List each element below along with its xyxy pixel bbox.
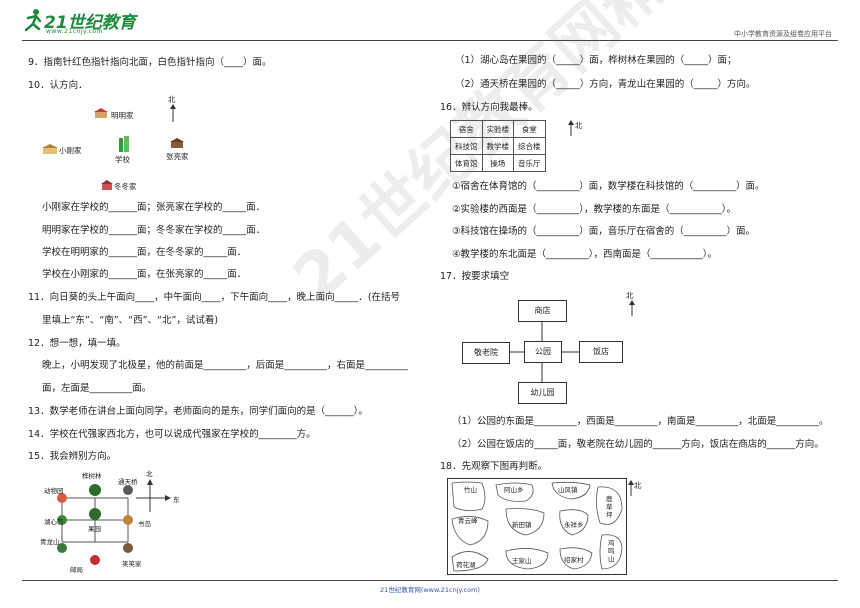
map-label: 永祥乡 [564, 521, 584, 529]
map-label: 新田镇 [512, 521, 532, 529]
map-label: 青龙山 [40, 538, 60, 546]
question-12-line: 晚上，小明发现了北极星，他的前面是_________，后面是_________，… [42, 360, 408, 371]
house-icon [42, 144, 58, 154]
grid-cell: 体育馆 [450, 154, 483, 172]
q15-grid-icon [57, 479, 171, 565]
footer-text: 21世纪教育网(www.21cnjy.com) [380, 586, 480, 594]
question-13: 13．数学老师在讲台上面向同学，老师面向的是东，同学们面向的是（______）。 [28, 406, 368, 417]
north-arrow-icon [628, 480, 634, 496]
q17-line: （2）公园在饭店的_____面，敬老院在幼儿园的______方向，饭店在商店的_… [452, 439, 824, 450]
grid-cell: 操场 [481, 154, 514, 172]
question-18-title: 18．先观察下图再判断。 [440, 461, 548, 472]
place-label: 小刚家 [59, 146, 82, 155]
grid-cell: 综合楼 [513, 137, 546, 155]
house-icon [101, 180, 113, 190]
question-16-title: 16．辨认方向我最棒。 [440, 102, 538, 113]
q10-line: 学校在小刚家的______面，在张亮家的_____面． [42, 269, 247, 280]
north-arrow-icon [170, 104, 176, 122]
map-label: 竹山 [464, 486, 477, 494]
q10-line: 学校在明明家的______面，在冬冬家的_____面． [42, 247, 247, 258]
header-divider [22, 40, 838, 41]
watermark: 21世纪教育网精选资料 [280, 0, 824, 317]
q10-line: 明明家在学校的______面；冬冬家在学校的_____面． [42, 225, 266, 236]
map-label: 动物园 [44, 487, 64, 495]
map-label: 王家山 [512, 557, 532, 565]
q17-line: （1）公园的东面是_________，西面是_________，南面是_____… [452, 416, 829, 427]
campus-grid: 宿舍实验楼食堂 科技馆教学楼综合楼 体育馆操场音乐厅 [450, 120, 546, 172]
school-icon [119, 136, 129, 152]
map-label: 山风镇 [558, 486, 578, 494]
place-label: 冬冬家 [114, 182, 137, 191]
map-label: 鹿草坪 [606, 495, 613, 519]
map-label: 东 [173, 496, 180, 504]
map-label: 邮局 [70, 566, 83, 574]
q16-line: ①宿舍在体育馆的（_________）面，数学楼在科技馆的（_________）… [452, 181, 765, 192]
question-17-title: 17．按要求填空 [440, 271, 510, 282]
q16-line: ④教学楼的东北面是（_________），西南面是（___________）。 [452, 249, 718, 260]
grid-cell: 宿舍 [450, 120, 483, 138]
question-15-title: 15．我会辨别方向。 [28, 451, 117, 462]
question-10-title: 10．认方向． [28, 80, 88, 91]
question-11: 11．向日葵的头上午面向____，中午面向____，下午面向____，晚上面向_… [28, 292, 401, 303]
map-box-park: 公园 [524, 341, 562, 363]
map-label: 鸡鸣山 [608, 539, 615, 563]
house-icon [170, 138, 184, 148]
place-label: 明明家 [111, 111, 134, 120]
map-label: 绍家村 [564, 556, 584, 564]
grid-cell: 实验楼 [481, 120, 514, 138]
q15-subquestion: （1）湖心岛在果园的（_____）面，桦树林在果园的（_____）面； [455, 55, 737, 66]
map-label: 书岛 [138, 520, 151, 528]
map-label: 青云峰 [458, 517, 478, 525]
header-platform-title: 中小学教育资源及组卷应用平台 [734, 30, 832, 38]
map-label: 北 [146, 470, 153, 478]
map-label: 阿山乡 [504, 486, 524, 494]
question-12-title: 12．想一想，填一填。 [28, 338, 126, 349]
map-label: 荷花湖 [456, 561, 476, 569]
place-label: 学校 [115, 155, 130, 164]
grid-cell: 音乐厅 [513, 154, 546, 172]
grid-cell: 食堂 [513, 120, 546, 138]
logo-text: 21世纪教育 [44, 13, 136, 33]
north-arrow-icon [568, 120, 574, 136]
question-12-line: 面，左面是_________面。 [42, 383, 152, 394]
map-box-shop: 商店 [518, 300, 567, 322]
q18-map: 竹山 阿山乡 山风镇 鹿草坪 青云峰 新田镇 永祥乡 荷花湖 王家山 绍家村 鸡… [447, 478, 627, 575]
grid-cell: 科技馆 [450, 137, 483, 155]
q10-line: 小刚家在学校的______面；张亮家在学校的_____面． [42, 202, 266, 213]
logo: 21世纪教育 www.21cnjy.com [22, 6, 162, 42]
question-14: 14．学校在代强家西北方，也可以说成代强家在学校的________方。 [28, 429, 316, 440]
footer-divider [22, 580, 838, 581]
house-icon [94, 108, 108, 118]
q17-connector-lines-icon [510, 322, 580, 382]
north-label: 北 [626, 291, 634, 300]
map-label: 笑笑家 [122, 560, 142, 568]
map-label: 通天桥 [118, 478, 138, 486]
q16-line: ③科技馆在操场的（_________）面，音乐厅在宿舍的（_________）面… [452, 226, 756, 237]
q16-line: ②实验楼的西面是（_________），教学楼的东面是（___________）… [452, 204, 737, 215]
logo-url: www.21cnjy.com [46, 28, 103, 35]
north-arrow-icon [629, 300, 635, 316]
north-label: 北 [634, 481, 642, 490]
map-box-restaurant: 饭店 [579, 341, 623, 363]
place-label: 张亮家 [166, 152, 189, 161]
map-label: 果园 [88, 525, 101, 533]
q15-subquestion: （2）通天桥在果园的（_____）方向，青龙山在果园的（_____）方向。 [455, 79, 756, 90]
q10-diagram: 北 明明家 小刚家 学校 张亮家 冬冬家 [38, 92, 208, 192]
grid-cell: 教学楼 [481, 137, 514, 155]
map-box-kindergarten: 幼儿园 [518, 382, 567, 404]
runner-logo-icon [24, 9, 42, 32]
question-9: 9．指南针红色指针指向北面，白色指针指向（____）面。 [28, 57, 272, 68]
north-label: 北 [575, 121, 583, 130]
north-label: 北 [168, 95, 176, 104]
map-box-nursing-home: 敬老院 [462, 342, 510, 364]
map-label: 桦树林 [82, 472, 102, 480]
q15-map: 桦树林 通天桥 动物园 北 东 湖心岛 果园 书岛 青龙山 邮局 笑笑家 [40, 468, 190, 574]
q18-map-outline-icon [451, 481, 623, 572]
question-11-note: 里填上“东”、“南”、“西”、“北”，试试看) [42, 315, 219, 326]
map-label: 湖心岛 [44, 518, 64, 526]
